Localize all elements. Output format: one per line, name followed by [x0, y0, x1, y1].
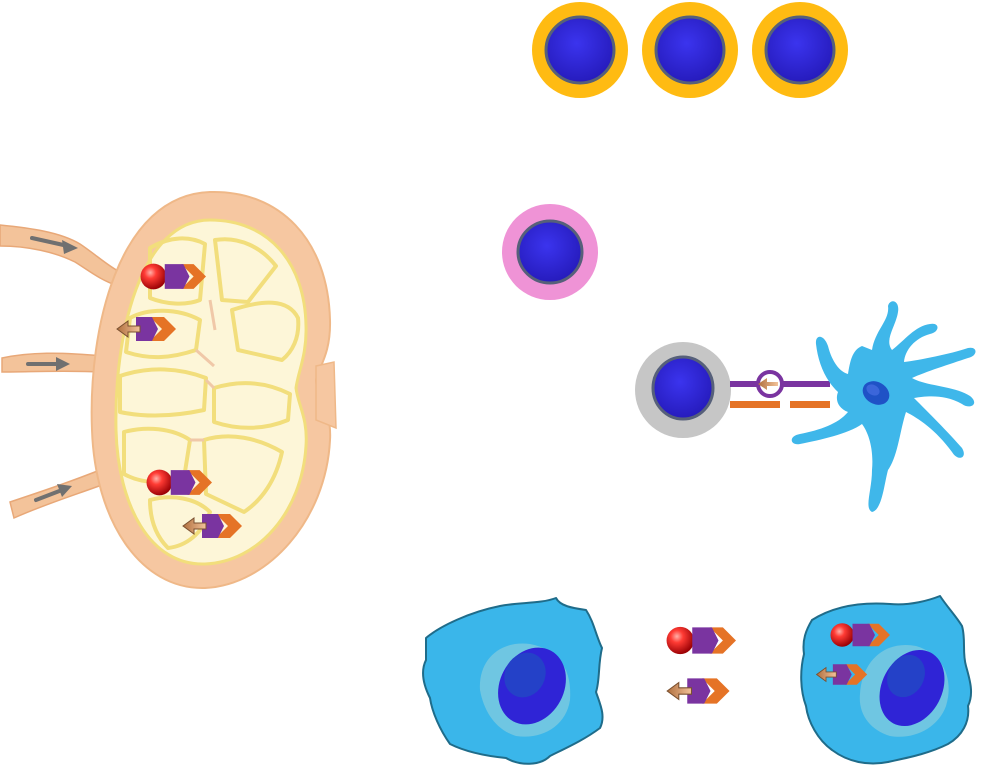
plasma-cell-icon: [502, 204, 598, 300]
antigen-receptor-complex-icon: [666, 626, 736, 655]
afferent-lymph-vessel-icon: [0, 224, 121, 287]
antigen-receptor-complex-icon: [146, 469, 212, 496]
lymph-node-icon: [0, 190, 337, 590]
macrophage-icon: [422, 597, 604, 765]
b-cell-icon: [642, 2, 738, 98]
t-cell-icon: [635, 342, 731, 438]
dendritic-cell-icon: [791, 301, 976, 512]
immune-synapse-icon: [635, 301, 976, 512]
b-cell-icon: [752, 2, 848, 98]
macrophage-icon: [800, 595, 973, 765]
afferent-lymph-vessel-icon: [9, 467, 111, 520]
antigen-receptor-complex-icon: [140, 263, 206, 290]
afferent-lymph-vessel-icon: [1, 352, 105, 373]
b-cell-icon: [532, 2, 628, 98]
antigen-receptor-complex-icon: [830, 623, 890, 647]
antigen-receptor-complex-icon: [666, 677, 731, 705]
